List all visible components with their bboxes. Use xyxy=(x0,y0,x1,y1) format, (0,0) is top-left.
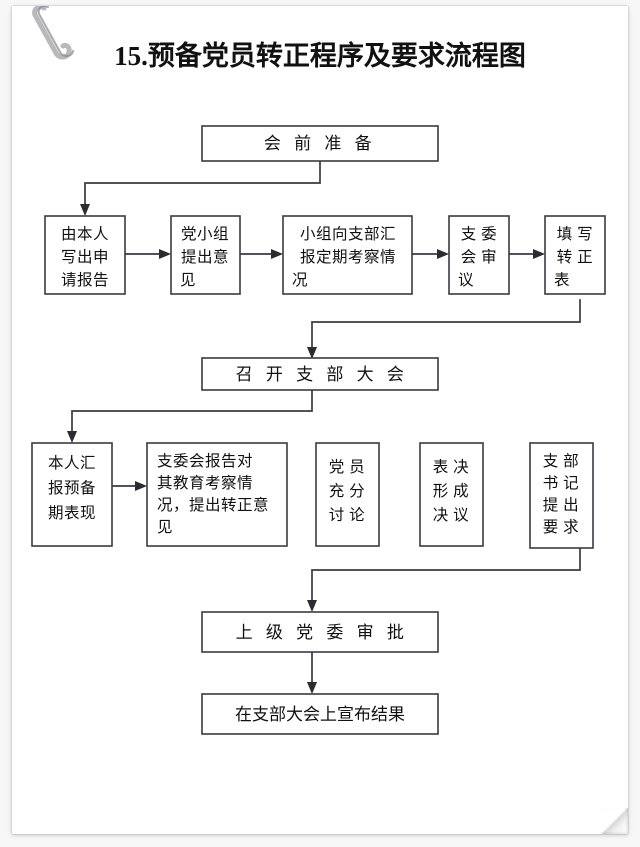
edge-n7-n8 xyxy=(71,388,313,434)
node-zhiweihui-shenyi[interactable]: 支 委 会 审 议 xyxy=(448,215,510,295)
edge-n5-n6-arrow xyxy=(533,249,545,259)
node-label-line-2: 报预备 xyxy=(48,479,96,497)
node-box xyxy=(31,442,113,547)
node-label-line-4: 见 xyxy=(157,519,173,536)
node-youbenren-xiechu-shenqing-baogao[interactable]: 由本人 写出申 请报告 xyxy=(44,215,126,295)
node-biaojue-xingcheng-jueyi[interactable]: 表 决 形 成 决 议 xyxy=(419,442,484,547)
node-zhaokai-zhibu-dahui[interactable]: 召 开 支 部 大 会 xyxy=(201,357,439,391)
node-label-line-1: 本人汇 xyxy=(48,454,96,472)
edge-n6-n7-arrow xyxy=(307,347,317,359)
edge-n12-n13-arrow xyxy=(307,600,317,612)
connectors xyxy=(67,160,581,694)
document-page: 15.预备党员转正程序及要求流程图 xyxy=(12,6,628,834)
edge-n2-n3-arrow xyxy=(159,249,171,259)
node-box xyxy=(529,442,594,549)
node-benren-huibao-yubeiqi-biaoxian[interactable]: 本人汇 报预备 期表现 xyxy=(31,442,113,547)
node-box xyxy=(201,125,439,162)
node-box xyxy=(201,611,439,653)
node-label: 会 前 准 备 xyxy=(264,134,376,153)
page-title: 15.预备党员转正程序及要求流程图 xyxy=(114,41,526,71)
node-label-line-1: 表 决 xyxy=(433,458,469,476)
node-box xyxy=(201,693,439,735)
page-fold-corner xyxy=(602,808,628,834)
node-label-line-3: 决 议 xyxy=(433,506,469,524)
flowchart: 会 前 准 备 由本人 写出申 请报告 党小组 提出意 见 xyxy=(12,106,628,746)
node-label-line-2: 形 成 xyxy=(433,482,469,500)
node-box xyxy=(146,442,288,547)
node-box xyxy=(201,357,439,391)
node-box xyxy=(170,215,241,295)
node-xiaozu-xiang-zhibu-huibao[interactable]: 小组向支部汇 报定期考察情 况 xyxy=(282,215,413,295)
node-zhibu-shuji-tichu-yaoqiu[interactable]: 支 部 书 记 提 出 要 求 xyxy=(529,442,594,549)
node-label-line-2: 转 正 xyxy=(557,248,593,266)
node-label-line-3: 议 xyxy=(458,271,474,289)
node-label-line-3: 况 xyxy=(292,272,308,289)
node-label-line-3: 请报告 xyxy=(61,271,109,289)
node-label-line-4: 要 求 xyxy=(543,518,579,536)
node-label-line-2: 其教育考察情 xyxy=(157,474,253,492)
node-label-line-1: 支 部 xyxy=(543,452,579,470)
node-label-line-1: 支委会报告对 xyxy=(157,452,253,470)
node-label-line-3: 见 xyxy=(180,272,196,289)
node-label-line-2: 书 记 xyxy=(543,474,579,492)
node-label-line-1: 党小组 xyxy=(181,225,229,243)
node-label: 上 级 党 委 审 批 xyxy=(236,623,409,642)
node-hui-qian-zhun-bei[interactable]: 会 前 准 备 xyxy=(201,125,439,162)
node-label-line-2: 提出意 xyxy=(181,247,229,266)
edge-n1-n2 xyxy=(84,160,321,207)
node-label-line-2: 充 分 xyxy=(329,482,365,500)
node-label-line-1: 由本人 xyxy=(61,225,109,243)
node-label-line-3: 况，提出转正意 xyxy=(157,495,269,514)
edge-n8-n9-arrow xyxy=(135,481,147,491)
edge-n4-n5-arrow xyxy=(437,249,449,259)
node-label-line-1: 填 写 xyxy=(557,225,593,243)
edge-n7-n8-arrow xyxy=(67,431,77,443)
node-shangji-dangwei-shenpi[interactable]: 上 级 党 委 审 批 xyxy=(201,611,439,653)
flowchart-svg: 会 前 准 备 由本人 写出申 请报告 党小组 提出意 见 xyxy=(31,125,606,735)
node-dangxiaozu-tichu-yijian[interactable]: 党小组 提出意 见 xyxy=(170,215,241,295)
node-box xyxy=(282,215,413,295)
node-label-line-3: 提 出 xyxy=(543,496,579,514)
node-label-line-2: 写出申 xyxy=(61,248,109,266)
edge-n12-n13 xyxy=(311,547,581,603)
node-box xyxy=(315,442,380,547)
edge-n3-n4-arrow xyxy=(271,249,283,259)
node-label-line-2: 报定期考察情 xyxy=(300,248,396,266)
node-tianxie-zhuanzheng-biao[interactable]: 填 写 转 正 表 xyxy=(544,215,606,295)
node-label-line-3: 表 xyxy=(554,271,570,289)
node-label-line-1: 小组向支部汇 xyxy=(300,225,396,243)
node-label-line-3: 讨 论 xyxy=(329,506,365,524)
edge-n1-n2-arrow xyxy=(80,204,90,216)
node-box xyxy=(544,215,606,295)
node-dangyuan-chongfen-taolun[interactable]: 党 员 充 分 讨 论 xyxy=(315,442,380,547)
node-label-line-3: 期表现 xyxy=(48,504,96,522)
node-label-line-1: 支 委 xyxy=(461,225,497,243)
edge-n6-n7 xyxy=(311,299,581,350)
paperclip-icon xyxy=(32,6,75,60)
node-label: 在支部大会上宣布结果 xyxy=(235,705,405,724)
node-label-line-1: 党 员 xyxy=(329,458,365,476)
node-zai-zhibu-dahui-xuanbu-jieguo[interactable]: 在支部大会上宣布结果 xyxy=(201,693,439,735)
node-zhiweihui-baogao-jiaoyu-kaocha[interactable]: 支委会报告对 其教育考察情 况，提出转正意 见 xyxy=(146,442,288,547)
node-box xyxy=(419,442,484,547)
node-label-line-2: 会 审 xyxy=(461,248,497,266)
node-label: 召 开 支 部 大 会 xyxy=(236,365,409,384)
node-box xyxy=(448,215,510,295)
edge-n13-n14-arrow xyxy=(307,682,317,694)
node-box xyxy=(44,215,126,295)
